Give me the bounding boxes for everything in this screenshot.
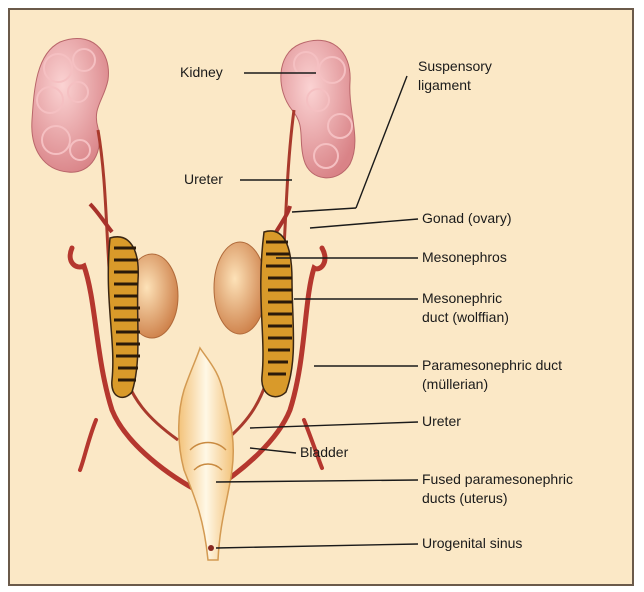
suspensory-ligaments [90,204,290,232]
right-kidney [281,40,355,178]
label-gonad: Gonad (ovary) [422,210,511,227]
label-paramesonephric-duct-line1: Paramesonephric duct [422,357,562,374]
label-bladder: Bladder [300,444,348,461]
label-kidney: Kidney [180,64,223,81]
right-mesonephros [261,231,294,397]
label-paramesonephric-duct-line2: (müllerian) [422,376,488,393]
label-ureter-upper: Ureter [184,171,223,188]
label-mesonephric-duct-line1: Mesonephric [422,290,502,307]
label-ureter-lower: Ureter [422,413,461,430]
label-mesonephric-duct-line2: duct (wolffian) [422,309,509,326]
label-mesonephros: Mesonephros [422,249,507,266]
left-mesonephros [108,237,140,398]
left-kidney [32,38,109,172]
bladder-and-sinus [179,348,234,560]
label-fused-ducts-line1: Fused paramesonephric [422,471,573,488]
right-gonad [214,242,266,334]
label-fused-ducts-line2: ducts (uterus) [422,490,508,507]
label-suspensory-ligament-line1: Suspensory [418,58,492,75]
label-suspensory-ligament-line2: ligament [418,77,471,94]
label-urogenital-sinus: Urogenital sinus [422,535,522,552]
